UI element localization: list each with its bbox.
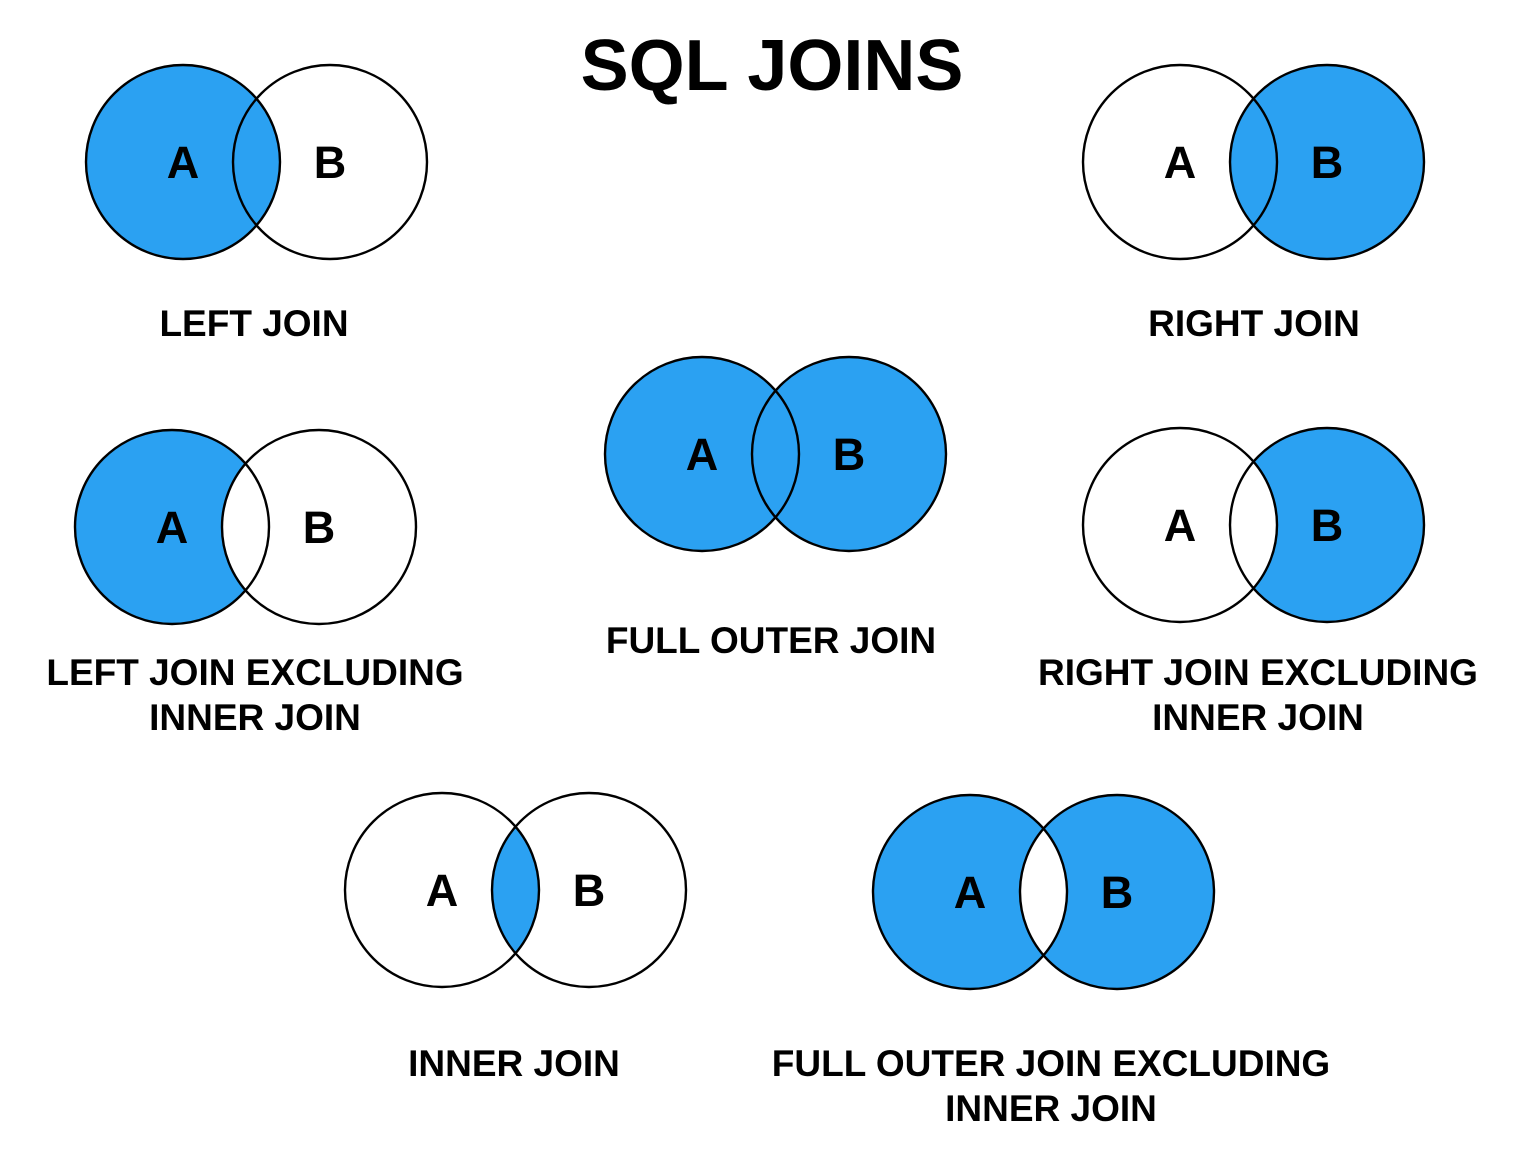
shaded-region: [1083, 428, 1277, 622]
caption-inner-join: INNER JOIN: [408, 1043, 620, 1084]
circle-a-label: A: [426, 865, 459, 916]
shaded-region: [605, 357, 799, 551]
caption-left-join-excluding-inner: LEFT JOIN EXCLUDING INNER JOIN: [46, 652, 464, 738]
circle-a-outline: [73, 428, 271, 626]
circle-a-outline: [84, 63, 282, 261]
circle-a-label: A: [156, 502, 189, 553]
circle-b-label: B: [573, 865, 606, 916]
circle-a-label: A: [1164, 500, 1197, 551]
circle-a-outline: [603, 355, 801, 553]
circle-b-outline: [1228, 63, 1426, 261]
circle-b-label: B: [314, 137, 347, 188]
circle-b-outline: [220, 428, 418, 626]
page-title: SQL JOINS: [580, 26, 964, 106]
caption-right-join: RIGHT JOIN: [1148, 303, 1360, 344]
circle-b-label: B: [1311, 137, 1344, 188]
caption-left-join: LEFT JOIN: [159, 303, 349, 344]
circle-a-outline: [1081, 426, 1279, 624]
circle-b-label: B: [1311, 500, 1344, 551]
circle-a-outline: [1081, 63, 1279, 261]
caption-full-outer-join: FULL OUTER JOIN: [605, 620, 937, 661]
circle-b-label: B: [1101, 867, 1134, 918]
shaded-region: [1230, 428, 1424, 622]
shaded-region: [75, 430, 269, 624]
circle-a-label: A: [954, 867, 987, 918]
circle-a-outline: [343, 791, 541, 989]
circle-b-outline: [1018, 793, 1216, 991]
circle-b-outline: [231, 63, 429, 261]
shaded-region: [752, 357, 946, 551]
caption-full-outer-join-excluding-inner: FULL OUTER JOIN EXCLUDING INNER JOIN: [771, 1043, 1331, 1129]
circle-a-label: A: [1164, 137, 1197, 188]
shaded-region: [1020, 795, 1214, 989]
circle-b-label: B: [833, 429, 866, 480]
circle-b-label: B: [303, 502, 336, 553]
shaded-region: [222, 430, 416, 624]
circle-a-label: A: [167, 137, 200, 188]
caption-right-join-excluding-inner: RIGHT JOIN EXCLUDING INNER JOIN: [1038, 652, 1478, 738]
circle-a-outline: [871, 793, 1069, 991]
shaded-region: [873, 795, 1067, 989]
circle-b-outline: [750, 355, 948, 553]
shaded-region: [1230, 65, 1424, 259]
circle-b-outline: [490, 791, 688, 989]
shaded-region: [86, 65, 280, 259]
circle-a-label: A: [686, 429, 719, 480]
circle-b-outline: [1228, 426, 1426, 624]
